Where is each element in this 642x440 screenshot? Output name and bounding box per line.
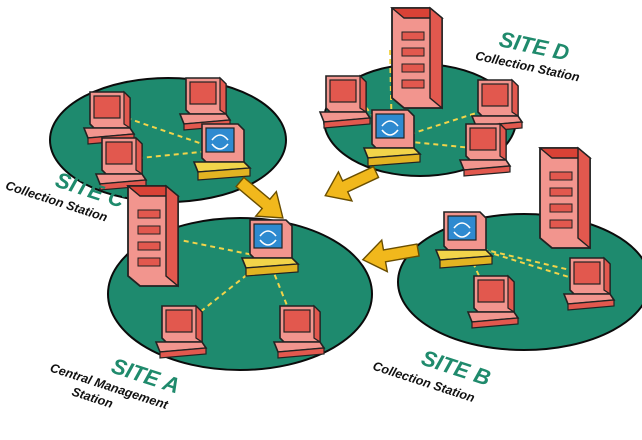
- workstation-icon: [155, 305, 207, 359]
- workstation-icon: [459, 123, 511, 177]
- workstation-icon: [273, 305, 325, 359]
- workstation-icon: [563, 257, 615, 311]
- server-icon: [539, 147, 591, 249]
- workstation-icon: [467, 275, 519, 329]
- workstation-icon: [179, 77, 231, 131]
- management-console-icon: [435, 211, 493, 269]
- management-console-icon: [241, 219, 299, 277]
- management-console-icon: [363, 109, 421, 167]
- workstation-icon: [83, 91, 135, 145]
- workstation-icon: [319, 75, 371, 129]
- site-d-label: SITE D Collection Station: [474, 26, 581, 84]
- management-console-icon: [193, 123, 251, 181]
- server-icon: [127, 185, 179, 287]
- server-icon: [391, 7, 443, 109]
